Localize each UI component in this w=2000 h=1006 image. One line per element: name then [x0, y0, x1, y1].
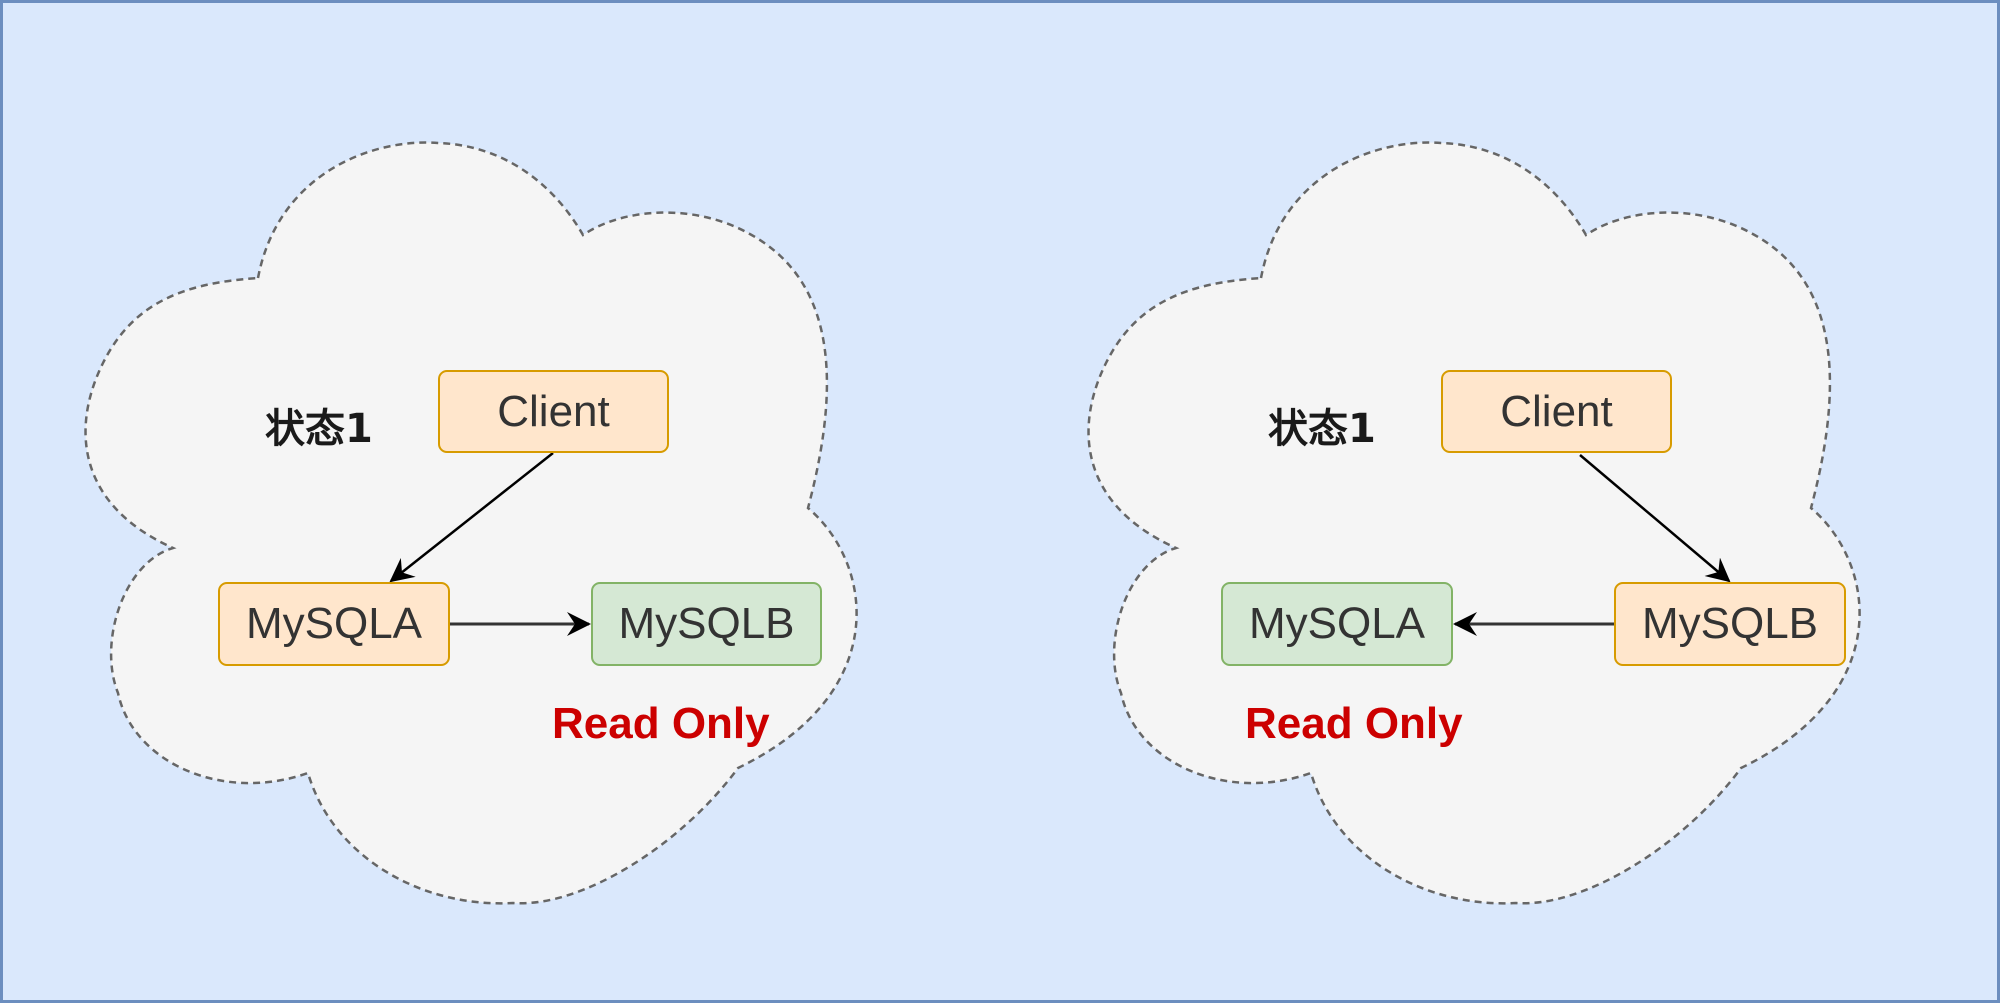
cloud-right [1087, 141, 1861, 905]
left-mysqlb-node[interactable]: MySQLB [591, 582, 822, 666]
left-state-label: 状态1 [265, 406, 373, 452]
left-readonly-label: Read Only [552, 699, 770, 748]
left-client-node[interactable]: Client [438, 370, 669, 453]
arrow-client-to-mysqla-left [389, 452, 554, 583]
right-mysqla-node[interactable]: MySQLA [1221, 582, 1453, 666]
right-state-label: 状态1 [1268, 406, 1376, 452]
left-mysqla-node[interactable]: MySQLA [218, 582, 450, 666]
cloud-left [84, 141, 858, 905]
right-mysqlb-node[interactable]: MySQLB [1614, 582, 1846, 666]
right-client-node[interactable]: Client [1441, 370, 1672, 453]
arrow-client-to-mysqlb-right [1579, 454, 1731, 583]
right-readonly-label: Read Only [1245, 699, 1463, 748]
diagram-shapes [84, 141, 1861, 905]
